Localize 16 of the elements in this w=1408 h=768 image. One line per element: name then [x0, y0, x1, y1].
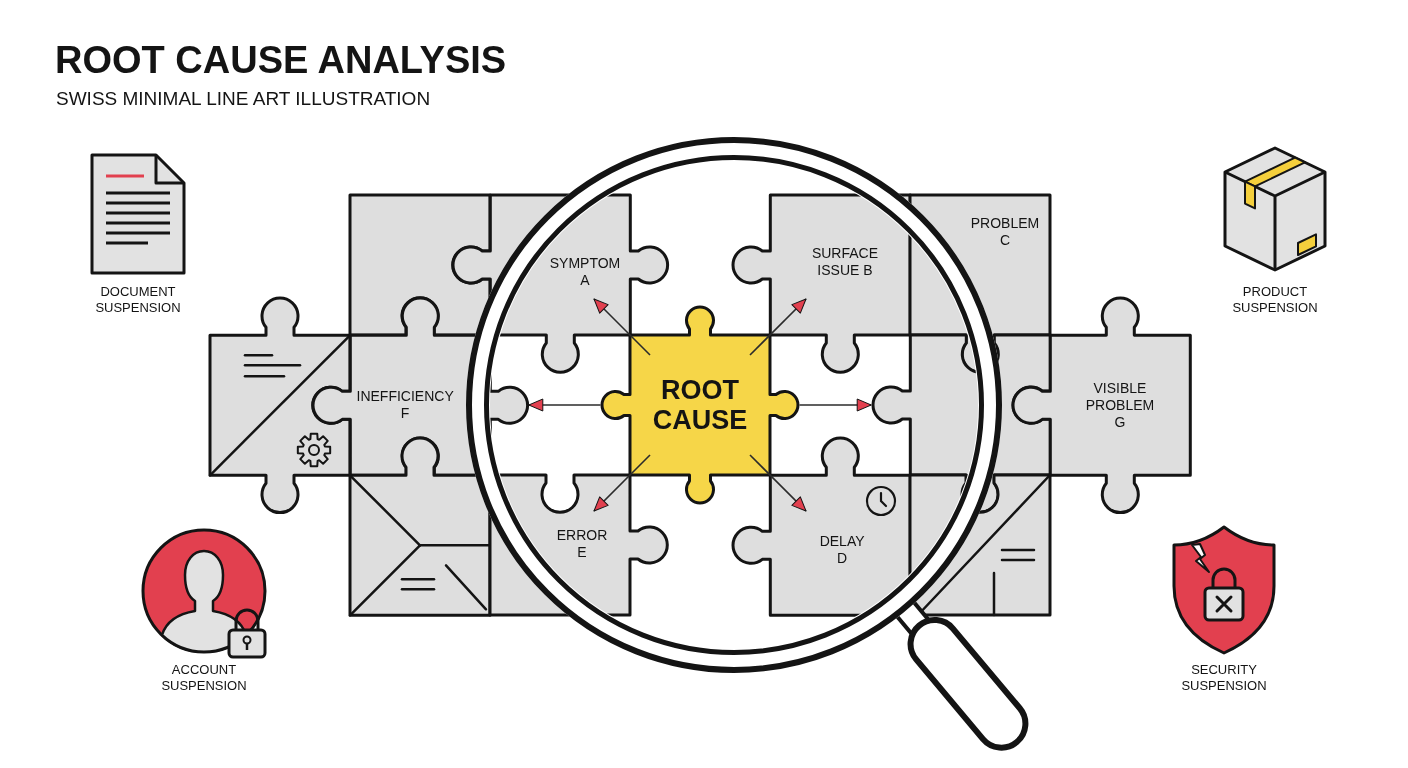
icon-caption: DOCUMENT SUSPENSION: [95, 284, 181, 316]
piece-label: ERROR E: [556, 527, 608, 561]
piece-label: SURFACE ISSUE B: [811, 245, 879, 279]
piece-label: SYMPTOM A: [549, 255, 621, 289]
piece-label: DELAY D: [819, 533, 865, 567]
piece-label: INEFFICIENCY F: [356, 388, 454, 422]
icon-caption: SECURITY SUSPENSION: [1181, 662, 1267, 694]
title: ROOT CAUSE ANALYSIS: [55, 38, 507, 82]
icon-caption: ACCOUNT SUSPENSION: [161, 662, 247, 694]
arrow: [528, 398, 602, 412]
arrow: [798, 398, 872, 412]
subtitle: SWISS MINIMAL LINE ART ILLUSTRATION: [56, 88, 431, 110]
piece-label: ROOT CAUSE: [652, 375, 748, 435]
icon-caption: PRODUCT SUSPENSION: [1232, 284, 1318, 316]
piece-label: VISIBLE PROBLEM G: [1085, 379, 1155, 431]
piece-label: PROBLEM C: [970, 215, 1040, 249]
